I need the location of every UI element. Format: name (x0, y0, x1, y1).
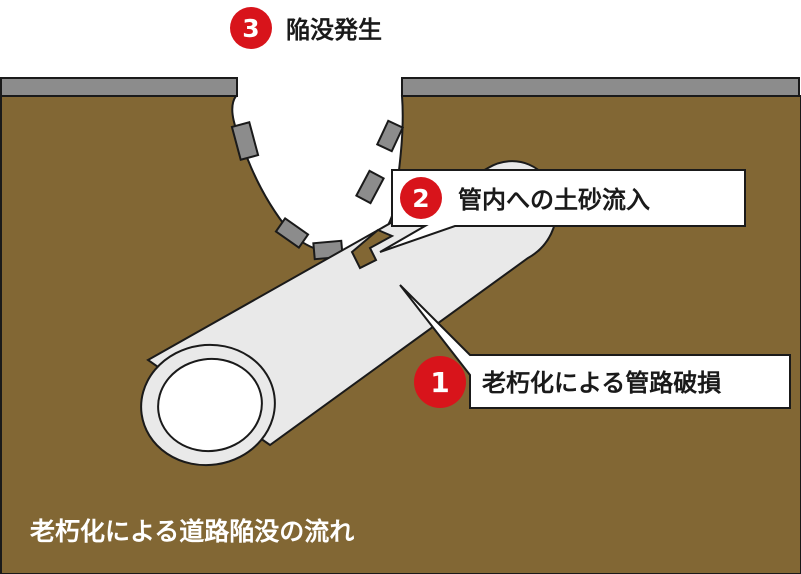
callout-box (399, 284, 791, 409)
debris-chunk (375, 119, 405, 153)
diagram-caption: 老朽化による道路陥没の流れ (30, 517, 354, 546)
step-badge (414, 356, 466, 408)
step-number: 1 (430, 366, 449, 399)
step-label: 管内への土砂流入 (458, 186, 650, 214)
step-label: 老朽化による管路破損 (482, 369, 721, 397)
callout-step-1: 1 老朽化による管路破損 (399, 284, 791, 409)
road-slab-right (401, 77, 800, 97)
debris-chunk (355, 169, 385, 205)
pipe-crack (350, 228, 395, 270)
callout-step-3: 3 陥没発生 (230, 7, 382, 49)
debris-chunk (230, 121, 260, 161)
debris-chunk (274, 217, 310, 249)
step-label: 陥没発生 (286, 16, 382, 44)
step-badge (230, 7, 272, 49)
pipe-opening (157, 357, 263, 453)
road-slab-left (0, 77, 238, 97)
pipe (140, 160, 558, 467)
step-number: 3 (242, 14, 259, 43)
step-badge (400, 177, 442, 219)
falling-debris (230, 119, 405, 261)
callout-box (379, 169, 746, 253)
callout-step-2: 2 管内への土砂流入 (379, 169, 746, 253)
step-number: 2 (412, 184, 429, 213)
